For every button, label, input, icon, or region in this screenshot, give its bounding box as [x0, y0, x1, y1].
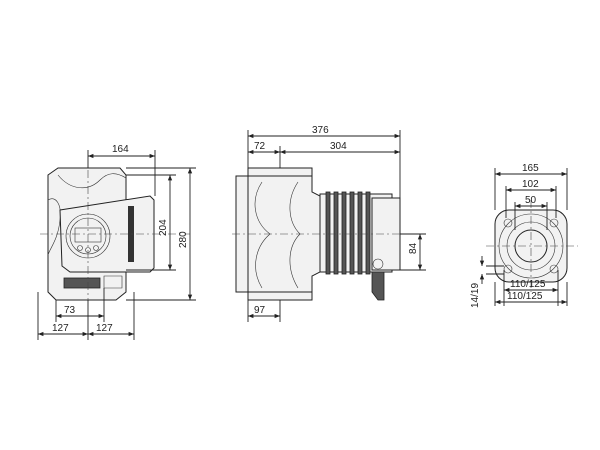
- bolt-hole-bl: [503, 264, 513, 274]
- dim-14-19: 14/19: [470, 283, 481, 308]
- dim-127-right: 127: [96, 323, 113, 334]
- bolt-hole-br: [549, 264, 559, 274]
- dim-102: 102: [522, 179, 539, 190]
- dim-127-left: 127: [52, 323, 69, 334]
- dim-72: 72: [254, 141, 266, 152]
- side-flange-top: [247, 167, 313, 177]
- side-flange-bottom: [247, 291, 313, 301]
- flange-view: 165 102 50 14/19 110/125 110/125: [470, 163, 578, 308]
- dim-73: 73: [64, 305, 76, 316]
- bolt-hole-tl: [503, 218, 513, 228]
- motor-fins: [325, 191, 371, 275]
- dim-110-125-outer: 110/125: [507, 291, 543, 302]
- dim-50: 50: [525, 195, 537, 206]
- dim-110-125-inner: 110/125: [510, 279, 546, 290]
- dim-164: 164: [112, 144, 129, 155]
- dim-165: 165: [522, 163, 539, 174]
- cooling-fins: [63, 277, 101, 289]
- dim-304: 304: [330, 141, 347, 152]
- side-view: 376 72 304 84 97: [232, 125, 426, 322]
- dim-84: 84: [408, 242, 419, 254]
- bolt-hole-tr: [549, 218, 559, 228]
- dim-376: 376: [312, 125, 329, 136]
- dim-204: 204: [158, 219, 169, 236]
- dim-280: 280: [178, 231, 189, 248]
- front-view: 164 204 280 73 127 127: [37, 144, 196, 340]
- dim-97: 97: [254, 305, 266, 316]
- cable-gland: [371, 271, 385, 301]
